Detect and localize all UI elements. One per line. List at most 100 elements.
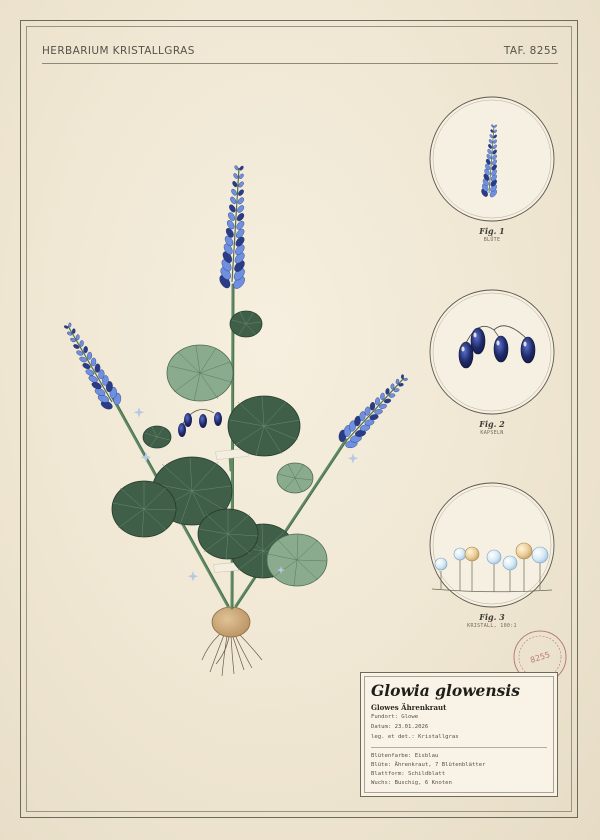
floret (354, 415, 361, 427)
floret (223, 243, 233, 255)
floret (379, 403, 387, 409)
crystal-orb (434, 557, 448, 571)
floret (488, 144, 492, 149)
floret (83, 346, 88, 354)
floret (364, 406, 371, 416)
outer-frame (20, 20, 578, 818)
flower-spike-right (338, 374, 408, 449)
capsule (493, 335, 509, 363)
floret (94, 363, 101, 373)
leaf-form: Blattform: Schildblatt (371, 771, 446, 777)
floret (79, 340, 84, 347)
floret (491, 124, 494, 128)
flower-type: Blüte: Ährenkraut, 7 Blütenblätter (371, 762, 486, 768)
floret (98, 369, 105, 380)
fig-3-caption: KRISTALL, 100:1 (467, 623, 517, 629)
bulb (211, 606, 251, 638)
floret (398, 383, 404, 387)
floret (229, 204, 236, 213)
crystal-orb (453, 547, 467, 561)
floret (75, 334, 80, 341)
floret (350, 434, 362, 443)
floret (73, 344, 80, 349)
floret (388, 393, 396, 398)
floret (225, 227, 234, 238)
floret (63, 325, 69, 329)
fig-1-circle (429, 96, 555, 222)
fig-1-label: Fig. 1 (479, 226, 505, 236)
floret (383, 398, 392, 404)
stamp-number: 8255 (529, 650, 551, 665)
collector: leg. et det.: Kristallgras (371, 734, 459, 740)
floret (491, 159, 497, 166)
fig-3-label: Fig. 3 (479, 612, 505, 622)
leaf (229, 310, 263, 338)
crystal-orb (515, 542, 533, 560)
floret (349, 420, 356, 432)
floret (485, 163, 491, 171)
floret (231, 188, 237, 196)
floret (486, 153, 492, 160)
spike-stalk (346, 377, 405, 441)
floret (491, 164, 497, 171)
floret (67, 331, 73, 336)
capsule (520, 336, 536, 364)
floret (97, 394, 109, 403)
floret (492, 149, 497, 155)
leaf (166, 344, 234, 402)
floret (393, 388, 400, 393)
leaf (227, 395, 301, 457)
floret (380, 392, 385, 400)
locality: Fundort: Glowe (371, 714, 419, 720)
floret (490, 179, 497, 187)
flower-spike-main (219, 165, 245, 289)
floret (79, 356, 87, 363)
crystal-orb (531, 546, 549, 564)
floret (88, 375, 98, 383)
floret (232, 181, 238, 188)
crystal-orb (502, 555, 518, 571)
leaves (111, 310, 328, 587)
growth-habit: Wuchs: Buschig, 6 Knoten (371, 780, 452, 786)
roots (201, 632, 263, 677)
leaf (197, 508, 259, 560)
fig-2-label: Fig. 2 (479, 419, 505, 429)
floret (87, 351, 93, 360)
floret (488, 139, 493, 144)
floret (102, 375, 109, 386)
floret (487, 149, 492, 155)
floret (237, 205, 245, 213)
floret (82, 363, 91, 370)
floret (236, 213, 245, 222)
floret (91, 381, 102, 390)
card-divider (371, 747, 547, 748)
floret (359, 411, 366, 422)
common-name: Glowes Ährenkraut (371, 703, 447, 712)
floret (238, 189, 244, 196)
capsule (470, 327, 486, 355)
floret (76, 350, 84, 356)
floret (236, 220, 245, 230)
floret (238, 181, 244, 188)
floret (403, 377, 408, 381)
floret (493, 139, 497, 144)
capsule (458, 341, 474, 369)
floret (390, 383, 395, 390)
floret (224, 235, 234, 247)
species-name: Glowia glowensis (371, 681, 521, 700)
floret (491, 169, 497, 176)
floret (238, 173, 244, 179)
floret (485, 158, 491, 165)
floret (72, 328, 76, 334)
floret (375, 397, 380, 406)
floret (359, 424, 371, 432)
floret (484, 168, 490, 176)
leaf (111, 480, 177, 538)
spike-stalk (231, 167, 240, 283)
floret (226, 220, 235, 230)
leaf (266, 533, 328, 587)
header-divider (42, 63, 558, 64)
card-inner-border (364, 676, 554, 793)
